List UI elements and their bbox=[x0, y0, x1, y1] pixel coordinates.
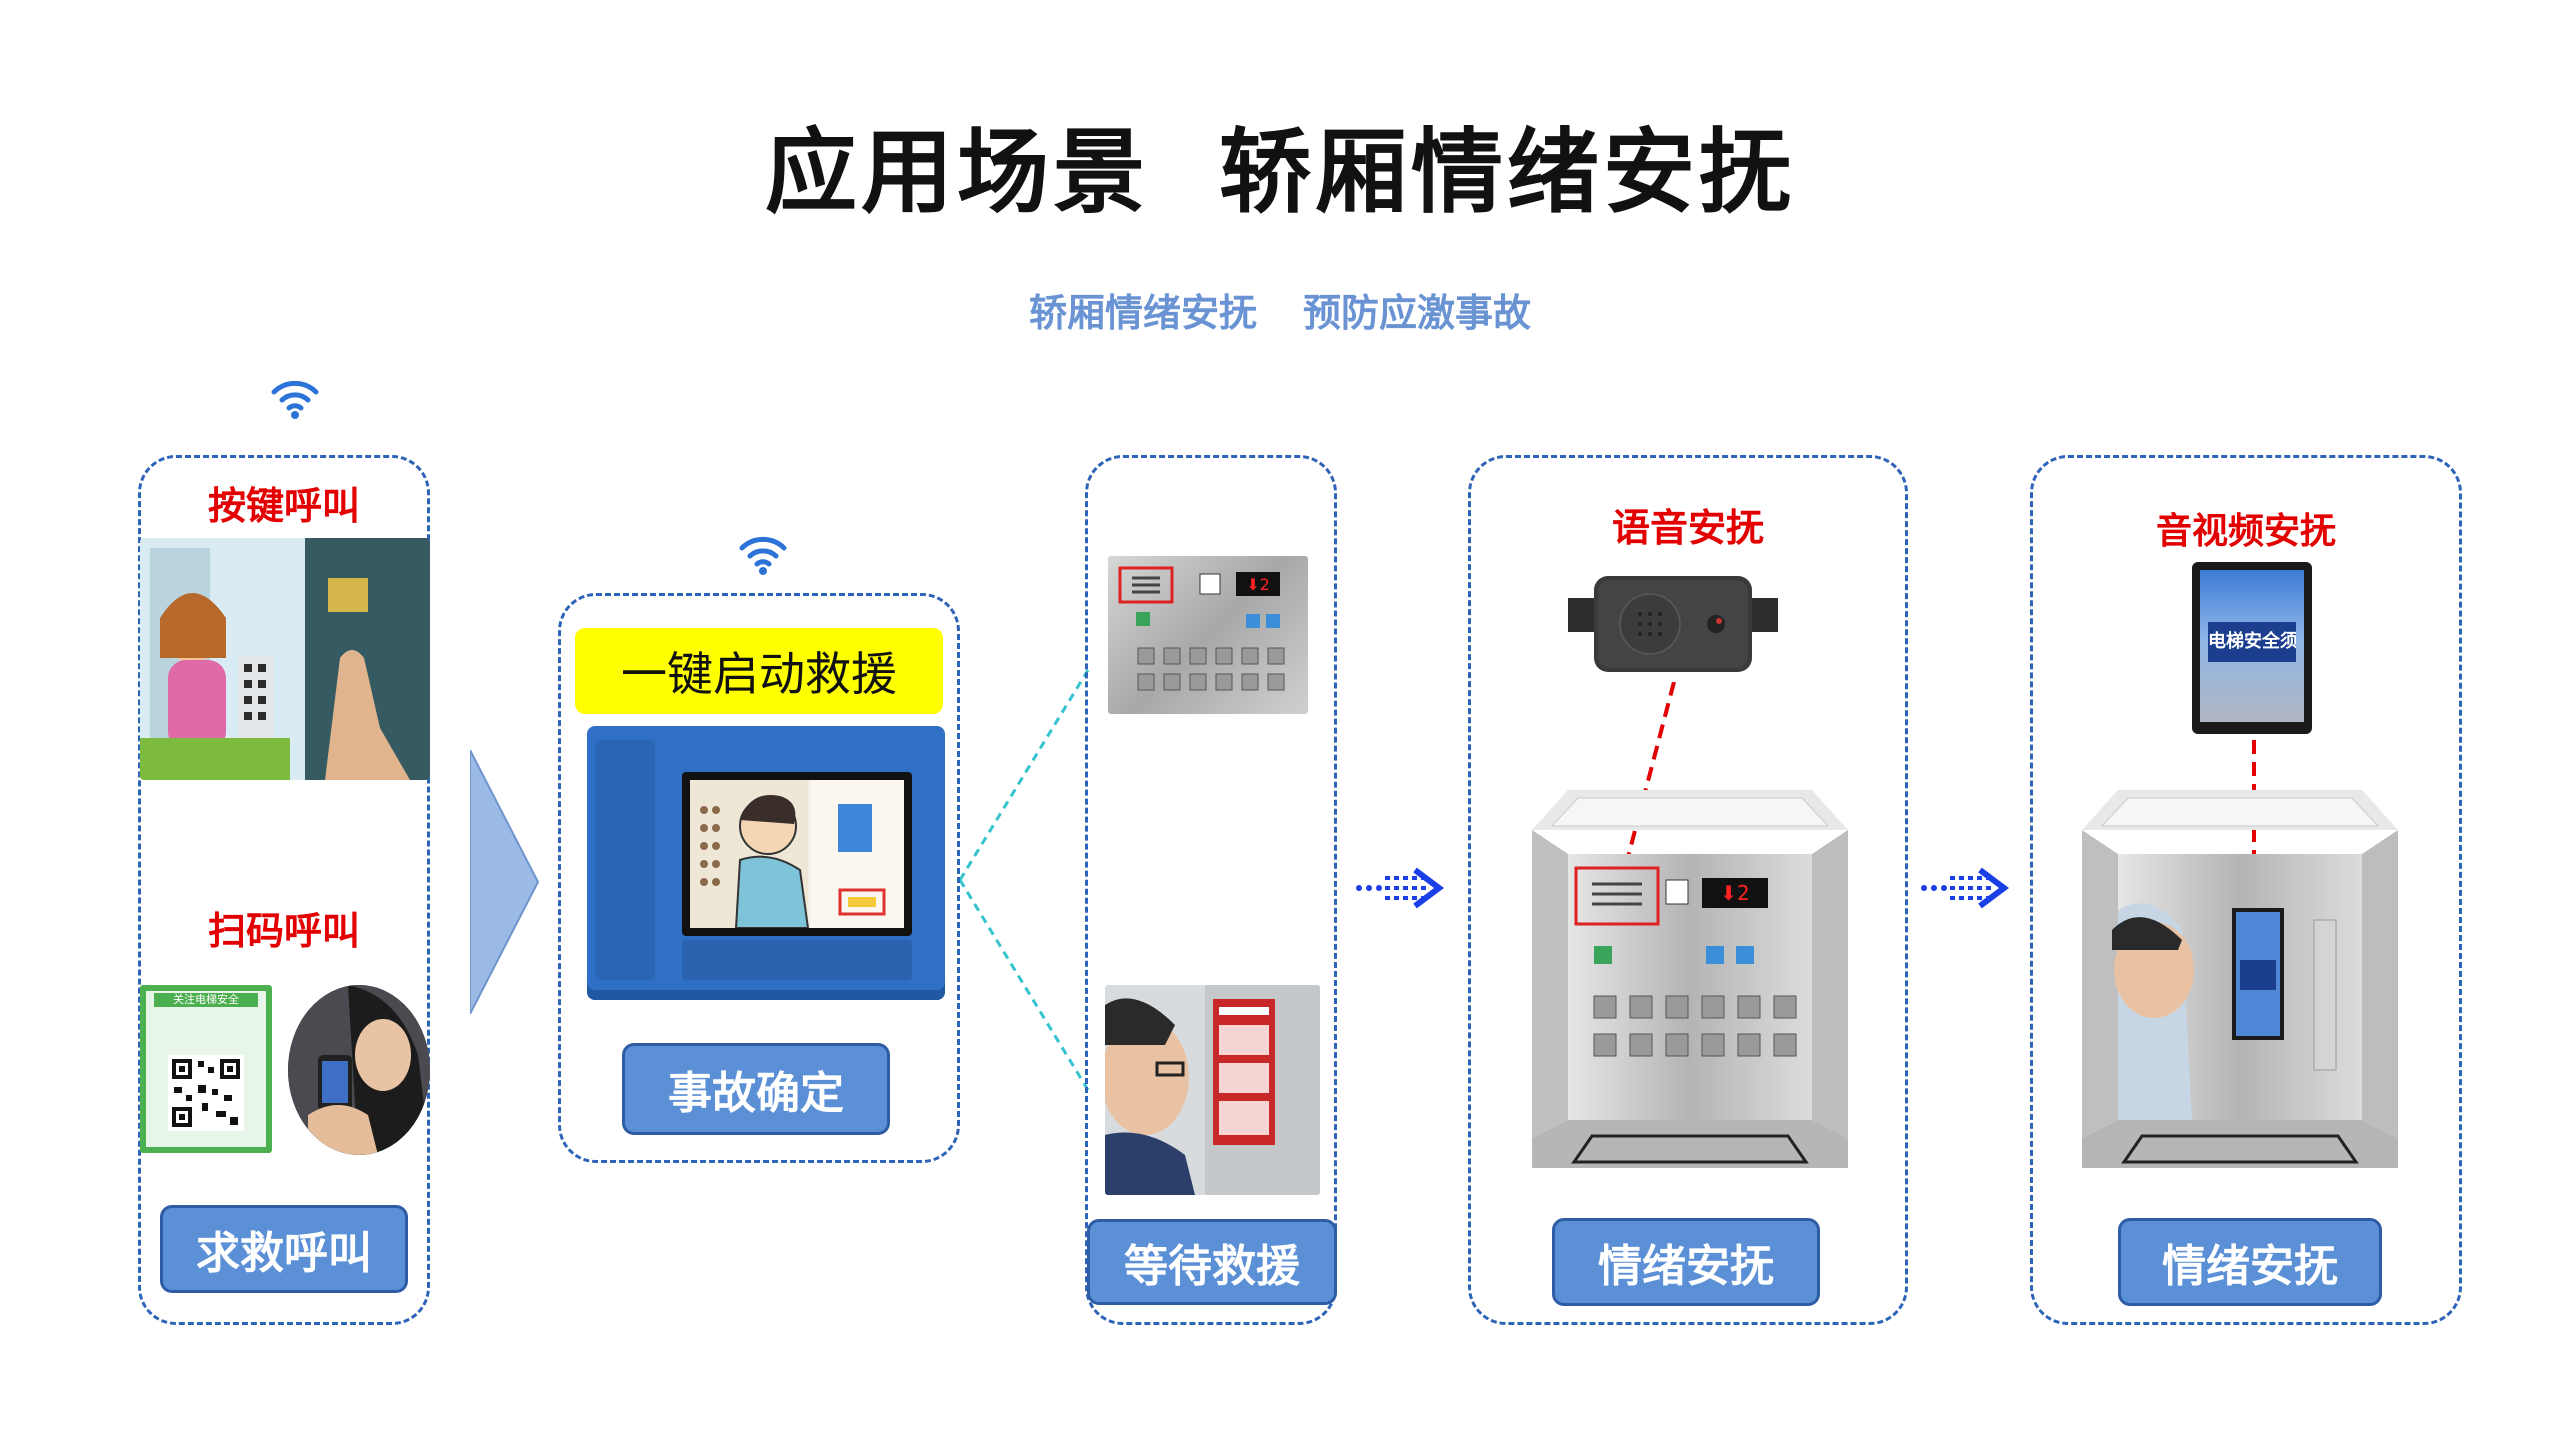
label-voice-comfort: 语音安抚 bbox=[1611, 505, 1764, 550]
label-button-call: 按键呼叫 bbox=[207, 483, 360, 528]
dotted-arrow-icon bbox=[1356, 867, 1444, 909]
one-key-rescue-button[interactable]: 一键启动救援 bbox=[575, 628, 943, 714]
wifi-icon bbox=[271, 380, 319, 419]
stage-call-panel bbox=[138, 455, 430, 1325]
page-subtitle: 轿厢情绪安抚 预防应激事故 bbox=[0, 282, 2560, 337]
title-part-topic: 轿厢情绪安抚 bbox=[1219, 118, 1796, 226]
connector-lines bbox=[960, 669, 1090, 1091]
wifi-icon bbox=[739, 536, 787, 575]
stage-video-panel bbox=[2030, 455, 2462, 1325]
elevator-cabin-voice: ⬇2 bbox=[1532, 790, 1848, 1168]
scan-phone-photo bbox=[288, 985, 430, 1155]
stage-voice-panel bbox=[1468, 455, 1908, 1325]
label-scan-call: 扫码呼叫 bbox=[207, 908, 360, 953]
elevator-button-panel-photo: ⬇2 bbox=[1108, 556, 1308, 714]
intercom-device bbox=[587, 726, 945, 1000]
triangle-arrow-icon bbox=[470, 750, 540, 1014]
device-screen bbox=[690, 780, 904, 928]
elevator-cabin-video bbox=[2082, 790, 2398, 1168]
passenger-screen-photo bbox=[1105, 985, 1320, 1195]
video-screen-text: 电梯安全须知 bbox=[2208, 622, 2296, 662]
av-comfort-button[interactable]: 情绪安抚 bbox=[2118, 1218, 2382, 1306]
button-call-photo bbox=[140, 538, 430, 780]
voice-link-line bbox=[1620, 682, 1676, 881]
label-av-comfort: 音视频安抚 bbox=[2155, 510, 2336, 552]
subtitle-part-2: 预防应激事故 bbox=[1303, 290, 1532, 335]
svg-text:⬇2: ⬇2 bbox=[1720, 881, 1749, 905]
speaker-device bbox=[1568, 570, 1778, 676]
stage-confirm-panel bbox=[558, 593, 960, 1163]
stage-wait-panel bbox=[1085, 455, 1337, 1325]
subtitle-part-1: 轿厢情绪安抚 bbox=[1028, 290, 1257, 335]
svg-text:⬇2: ⬇2 bbox=[1246, 575, 1270, 594]
page-title: 应用场景轿厢情绪安抚 bbox=[0, 98, 2560, 231]
title-part-scenario: 应用场景 bbox=[764, 118, 1149, 226]
video-screen-device: 电梯安全须知 bbox=[2192, 562, 2312, 734]
incident-confirm-button[interactable]: 事故确定 bbox=[622, 1043, 890, 1135]
qr-sign-header: 关注电梯安全 bbox=[154, 993, 258, 1007]
qr-code-sign: 关注电梯安全 bbox=[140, 985, 272, 1153]
voice-comfort-button[interactable]: 情绪安抚 bbox=[1552, 1218, 1820, 1306]
call-for-help-button[interactable]: 求救呼叫 bbox=[160, 1205, 408, 1293]
dotted-arrow-icon bbox=[1921, 867, 2009, 909]
wait-rescue-button[interactable]: 等待救援 bbox=[1087, 1219, 1337, 1305]
qr-code-icon bbox=[168, 1055, 244, 1131]
